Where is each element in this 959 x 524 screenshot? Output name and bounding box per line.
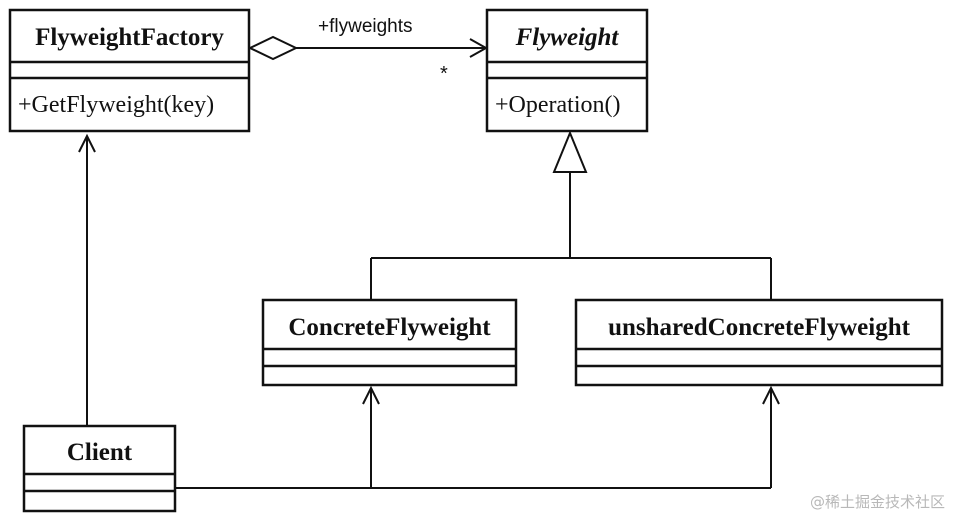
- aggregation-diamond-icon: [247, 35, 299, 61]
- client-flyweights-association: [176, 385, 780, 489]
- class-client: Client: [22, 424, 177, 513]
- class-name: ConcreteFlyweight: [288, 314, 491, 341]
- class-box: [485, 8, 649, 133]
- class-box: [22, 424, 177, 513]
- inheritance-triangle-icon: [552, 130, 588, 173]
- open-arrowhead-icon: [762, 385, 780, 405]
- client-factory-association: [78, 133, 96, 426]
- class-operation: +GetFlyweight(key): [18, 92, 214, 118]
- class-concrete-flyweight: ConcreteFlyweight: [261, 298, 518, 387]
- class-flyweight: Flyweight +Operation(): [485, 8, 649, 133]
- aggregation-role-label: +flyweights: [318, 16, 413, 37]
- class-name: unsharedConcreteFlyweight: [608, 314, 911, 341]
- open-arrowhead-icon: [362, 385, 380, 405]
- class-box: [8, 8, 251, 133]
- class-flyweight-factory: FlyweightFactory +GetFlyweight(key): [8, 8, 251, 133]
- class-name: Client: [67, 439, 133, 466]
- class-box: [261, 298, 518, 387]
- class-name: Flyweight: [515, 24, 620, 51]
- class-unshared-concrete-flyweight: unsharedConcreteFlyweight: [574, 298, 944, 387]
- open-arrowhead-icon: [78, 133, 96, 153]
- class-box: [574, 298, 944, 387]
- generalization-connector: [370, 130, 772, 300]
- aggregation-multiplicity-label: *: [440, 63, 448, 85]
- aggregation-connector: +flyweights *: [247, 16, 489, 85]
- class-operation: +Operation(): [495, 92, 620, 118]
- class-name: FlyweightFactory: [35, 24, 224, 51]
- watermark: @稀土掘金技术社区: [809, 493, 945, 511]
